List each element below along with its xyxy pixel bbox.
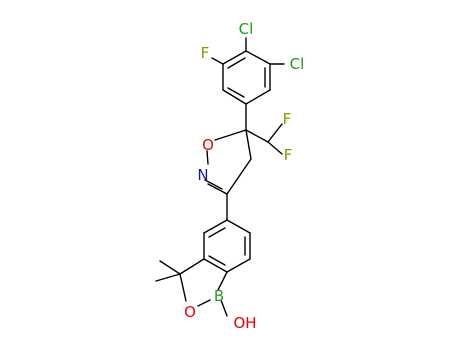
- atom-label-f-cf3-right: F: [284, 146, 293, 164]
- atom-label-o-isoxazoline: O: [202, 136, 214, 154]
- atom-label-b: B: [214, 287, 224, 305]
- atom-label-layer: Cl Cl F F F O N B O OH: [184, 20, 304, 332]
- atom-label-cl-right: Cl: [290, 55, 305, 73]
- atom-label-n-isoxazoline: N: [197, 166, 208, 184]
- atom-label-cl-top: Cl: [239, 20, 254, 38]
- atom-label-f-aryl: F: [201, 44, 210, 62]
- atom-label-f-cf3-upper: F: [283, 110, 292, 128]
- atom-label-o-oxaborole: O: [184, 303, 196, 321]
- atom-label-oh: OH: [233, 314, 256, 332]
- bond-layer: [155, 37, 285, 317]
